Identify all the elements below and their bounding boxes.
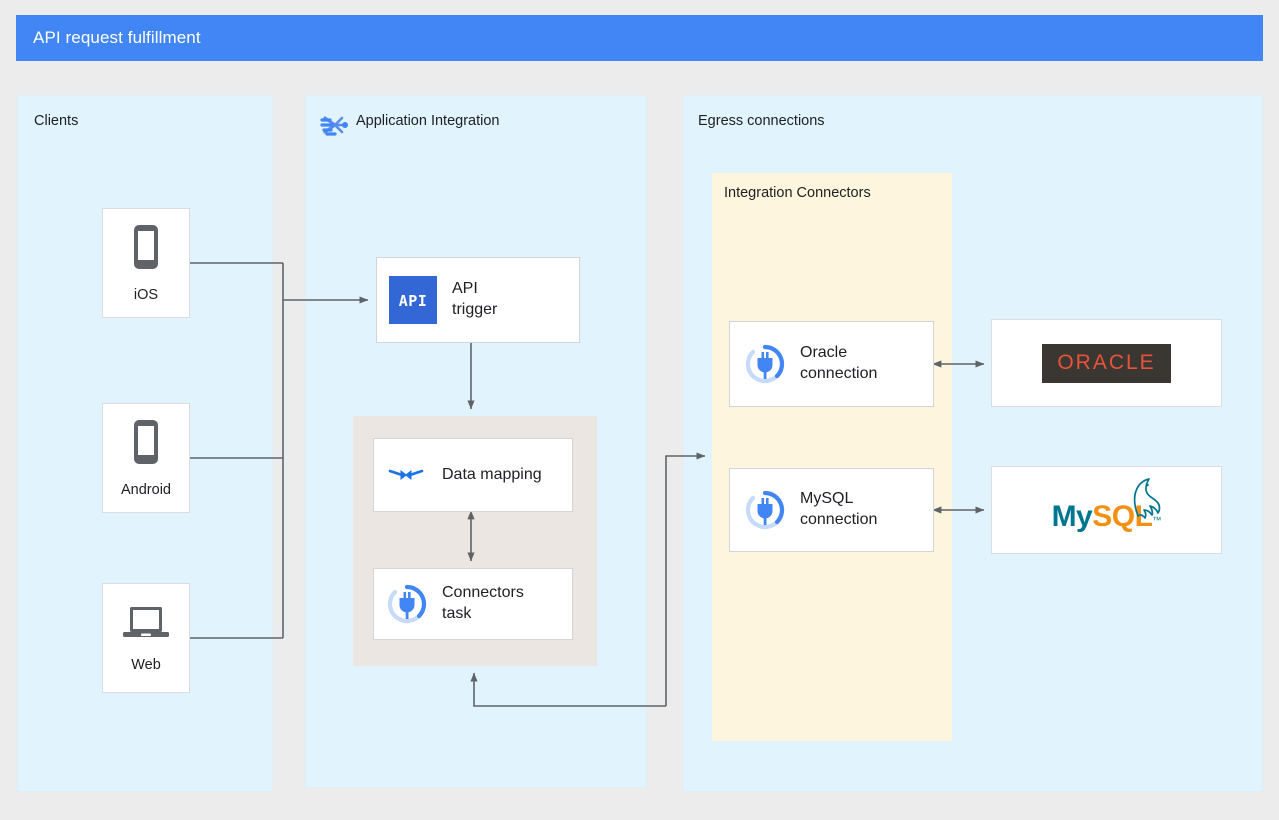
node-connectors-task[interactable]: Connectors task	[373, 568, 573, 640]
zone-integration-connectors: Integration Connectors	[712, 173, 952, 741]
client-label-web: Web	[131, 657, 161, 674]
panel-clients-label: Clients	[34, 113, 79, 129]
connector-plug-icon	[744, 489, 786, 531]
node-data-mapping[interactable]: Data mapping	[373, 438, 573, 512]
application-integration-icon	[319, 108, 353, 142]
external-system-mysql: MySQL™	[991, 466, 1222, 554]
client-card-web[interactable]: Web	[102, 583, 190, 693]
client-card-android[interactable]: Android	[102, 403, 190, 513]
node-label-oracle-connection: Oracle connection	[800, 344, 878, 382]
client-label-ios: iOS	[133, 287, 159, 304]
mysql-logo-sql: SQL	[1092, 500, 1153, 533]
client-label-android: Android	[121, 482, 171, 499]
laptop-icon	[118, 601, 174, 647]
mysql-logo: MySQL™	[1051, 478, 1162, 533]
zone-integration-connectors-label: Integration Connectors	[724, 185, 871, 201]
api-trigger-icon: API	[389, 276, 437, 324]
node-label-data-mapping: Data mapping	[442, 465, 542, 483]
oracle-logo: ORACLE	[1042, 343, 1171, 383]
mysql-logo-my: My	[1051, 500, 1093, 533]
node-label-api-trigger: API trigger	[452, 280, 498, 318]
phone-icon	[126, 221, 166, 277]
page-title: API request fulfillment	[33, 28, 201, 47]
dolphin-icon	[1105, 472, 1165, 526]
connector-plug-icon	[386, 583, 428, 625]
diagram-title-bar: API request fulfillment	[16, 15, 1263, 61]
node-api-trigger[interactable]: API API trigger	[376, 257, 580, 343]
svg-text:API: API	[399, 292, 428, 310]
external-system-oracle: ORACLE	[991, 319, 1222, 407]
client-card-ios[interactable]: iOS	[102, 208, 190, 318]
panel-egress-label: Egress connections	[698, 113, 825, 129]
node-oracle-connection[interactable]: Oracle connection	[729, 321, 934, 407]
panel-application-integration-label: Application Integration	[356, 113, 500, 129]
phone-icon	[126, 416, 166, 472]
data-mapping-icon	[388, 460, 424, 490]
node-label-connectors-task: Connectors task	[442, 584, 524, 622]
oracle-logo-text: ORACLE	[1057, 350, 1156, 374]
node-mysql-connection[interactable]: MySQL connection	[729, 468, 934, 552]
connector-plug-icon	[744, 343, 786, 385]
node-label-mysql-connection: MySQL connection	[800, 490, 878, 528]
mysql-logo-tm: ™	[1152, 515, 1162, 525]
